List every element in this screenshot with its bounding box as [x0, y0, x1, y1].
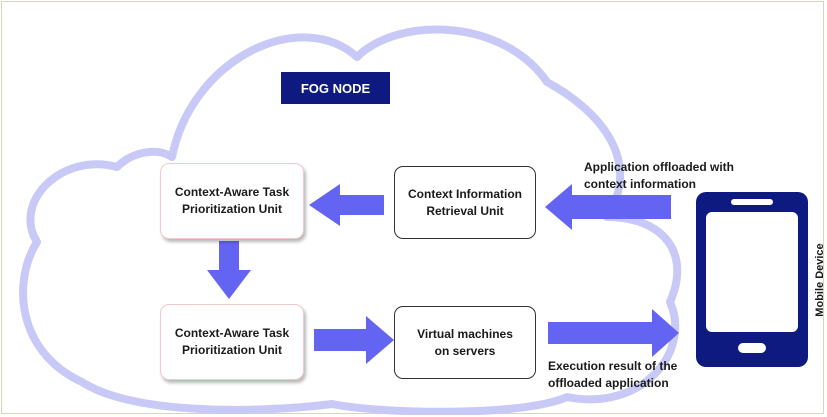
arrow-retrieval-to-prioritization	[309, 184, 384, 226]
arrow-down	[207, 241, 251, 299]
cloud-shape	[19, 25, 682, 415]
arrow-outgoing	[548, 309, 679, 357]
arrow-prioritization-to-vms	[314, 316, 394, 364]
mobile-device-icon	[696, 192, 808, 367]
prioritization-unit-bottom: Context-Aware Task Prioritization Unit	[160, 304, 304, 380]
prioritization-unit-top: Context-Aware Task Prioritization Unit	[160, 163, 304, 239]
context-retrieval-unit: Context Information Retrieval Unit	[394, 166, 536, 239]
fog-node-title: FOG NODE	[281, 72, 390, 104]
mobile-device-label: Mobile Device	[814, 243, 826, 317]
virtual-machines-node: Virtual machines on servers	[394, 306, 536, 379]
outgoing-edge-label: Execution result of the offloaded applic…	[548, 359, 678, 390]
incoming-edge-label: Application offloaded with context infor…	[584, 160, 734, 191]
arrow-incoming	[545, 184, 671, 230]
